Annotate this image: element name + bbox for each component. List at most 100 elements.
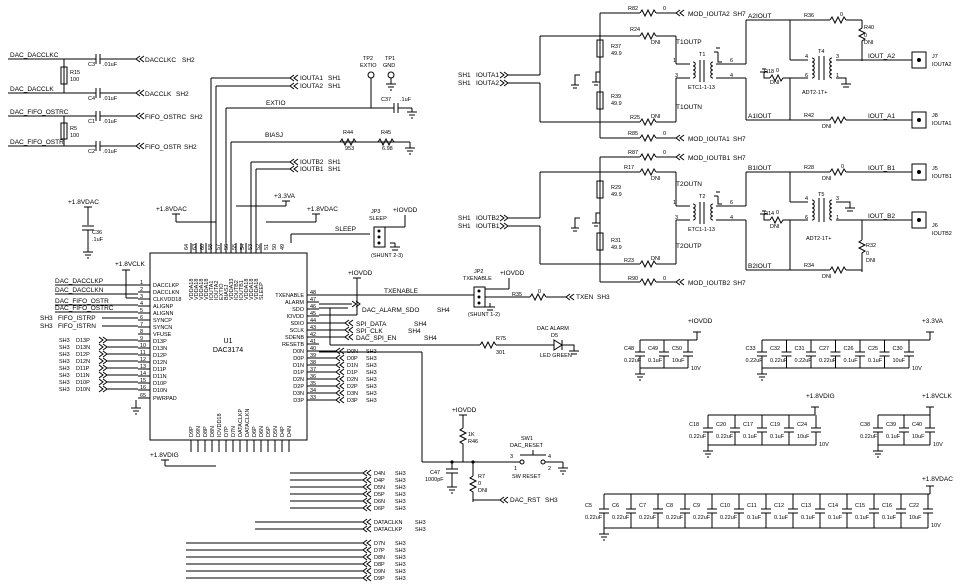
d-bottom-net: D8P [374, 562, 385, 568]
chip-left-pin-number: 12 [140, 357, 146, 363]
sheet-ref: SH2 [176, 91, 189, 98]
d-bottom-net: D6P [374, 506, 385, 512]
sheet-ref: SH1 [328, 75, 341, 82]
rail-label: +1.8VDAC [307, 206, 338, 213]
chip-bottom-pin-name: IOVDD18 [217, 413, 223, 437]
jp3-sleep-jumper[interactable]: JP3 SLEEP +IOVDD (SHUNT 2-3) [369, 207, 418, 259]
bypass-cap-value: 0.1uF [886, 434, 901, 440]
net-dacclkc: DACCLKC [145, 57, 176, 64]
chip-left-pin-number: 16 [140, 385, 146, 391]
bypass-cap-ref: C17 [743, 422, 753, 428]
net-dac-fifo-ostrc: DAC_FIFO_OSTRC [10, 109, 69, 116]
t1-pin: 4 [730, 73, 733, 79]
control-nets: +IOVDD TXENABLE JP2 TXENABLE (SHUNT 1-2)… [319, 269, 610, 404]
bus-arrow [335, 361, 345, 369]
rail-label: +1.8VDIG [806, 393, 835, 400]
chip-top-pin-name: EXTIO [219, 283, 225, 300]
net-spi-clk: SPI_CLK [356, 328, 383, 335]
chip-top-pin-number: 60 [200, 244, 206, 250]
chip-right-pin-name: D1N [293, 363, 304, 369]
t5-pin: 4 [805, 196, 808, 202]
chip-left-pin-number: 15 [140, 378, 146, 384]
r90-value: 0 [663, 276, 666, 282]
net-a1iout: A1IOUT [748, 113, 772, 120]
chip-left-pin-name: D10P [153, 381, 167, 387]
bypass-cap-value: 0.22uF [860, 434, 878, 440]
r25-dni: DNI [651, 114, 661, 120]
r34-dni: DNI [822, 274, 832, 280]
t2-pin: 6 [730, 200, 733, 206]
chip-bottom-pin-name: D7P [224, 426, 230, 437]
c2-ref: C2 [88, 149, 95, 155]
chip-right-pin-number: 38 [310, 360, 316, 366]
chip-bottom-pin-name: D8N [210, 426, 216, 437]
r42-dni: DNI [822, 124, 832, 130]
net-mod-ioutb1: MOD_IOUTB1 [688, 155, 731, 162]
chip-top-pin-number: 57 [216, 244, 222, 250]
r7-dni: DNI [478, 488, 488, 494]
net-fifo-ostr: FIFO_OSTR [145, 144, 182, 151]
t5-part: ADT2-1T+ [806, 236, 832, 242]
t1-pin: 3 [675, 73, 678, 79]
net-dac-dacclkp: DAC_DACCLKP [55, 278, 103, 285]
net-dac-dacclkn: DAC_DACCLKN [55, 287, 104, 294]
rail-label: +IOVDD [348, 270, 373, 277]
chip-left-pin-number: 65 [140, 393, 146, 399]
chip-left-pin-number: 14 [140, 371, 146, 377]
chip-right-pin-number: 47 [310, 297, 316, 303]
net-spi-data: SPI_DATA [356, 321, 387, 328]
sheet-ref: SH1 [458, 223, 471, 230]
c1-ref: C1 [88, 119, 95, 125]
jp3-ref: JP3 [371, 209, 380, 215]
t2-pin: 1 [673, 200, 676, 206]
bypass-cap-ref: C48 [624, 346, 634, 352]
chip-right-pin-name: SCLK [290, 328, 305, 334]
sheet-ref: SH3 [395, 548, 406, 554]
sheet-ref: SH3 [395, 555, 406, 561]
bypass-cap-ref: C11 [747, 503, 757, 509]
sheet-ref: SH4 [424, 335, 437, 342]
bus-arrow [98, 350, 108, 358]
r17-ref: R17 [624, 165, 634, 171]
jp2-ref: JP2 [474, 269, 483, 275]
chip-top-pin-name: IOUTA1 [209, 281, 215, 300]
rail-label: +1.8VCLK [922, 393, 952, 400]
sw1-pin: 3 [510, 454, 513, 460]
chip-left-pin-name: VFUSE [153, 332, 172, 338]
net-ioutA1: IOUTA1 [300, 75, 323, 82]
net-ioutB1-in: IOUTB1 [476, 223, 500, 230]
bypass-cap-ref: C30 [893, 346, 903, 352]
chip-right-pin-number: 39 [310, 353, 316, 359]
chip-part: DAC3174 [213, 347, 243, 354]
chip-left-nets: DAC_DACCLKP DAC_DACCLKN DAC_FIFO_OSTR DA… [40, 278, 138, 393]
chip-bottom-pin-name: D8P [203, 426, 209, 437]
r36-ref: R36 [804, 13, 814, 19]
r15-value: 100 [70, 77, 79, 83]
chip-top-pin-number: 64 [184, 244, 190, 250]
d-bottom-net: D4P [374, 478, 385, 484]
bypass-cap-ref: C10 [720, 503, 730, 509]
r14-ref: R14 [764, 211, 774, 217]
r40-ref: R40 [864, 25, 874, 31]
rail-label: +1.8VCLK [115, 261, 145, 268]
r87-ref: R87 [628, 150, 638, 156]
bypass-cap-value: 10uF [912, 434, 925, 440]
t4-part: ADT2-1T+ [802, 90, 828, 96]
sheet-ref: SH3 [395, 541, 406, 547]
bypass-cap-value: 10uF [797, 434, 810, 440]
rail-label: +IOVDD [393, 207, 418, 214]
d-bottom-net: D5P [374, 492, 385, 498]
rail-label: +IOVDD [500, 270, 525, 277]
sheet-ref: SH3 [366, 363, 377, 369]
net-mod-iouta1: MOD_IOUTA1 [688, 136, 730, 143]
bus-arrow [98, 357, 108, 365]
bus-arrow [335, 396, 345, 404]
t1-ref: T1 [699, 52, 705, 58]
bus-arrow [362, 560, 372, 568]
chip-right-pin-name: SDIO [291, 321, 305, 327]
t5-pin: 6 [805, 215, 808, 221]
ground-symbol [873, 445, 883, 458]
supply-rails: +1.8VDAC C36 .1uF +1.8VCLK +1.8VDAC +3.3… [68, 193, 338, 467]
bypass-cap-ref: C26 [844, 346, 854, 352]
chip-bottom-pin-name: D4N [287, 426, 293, 437]
